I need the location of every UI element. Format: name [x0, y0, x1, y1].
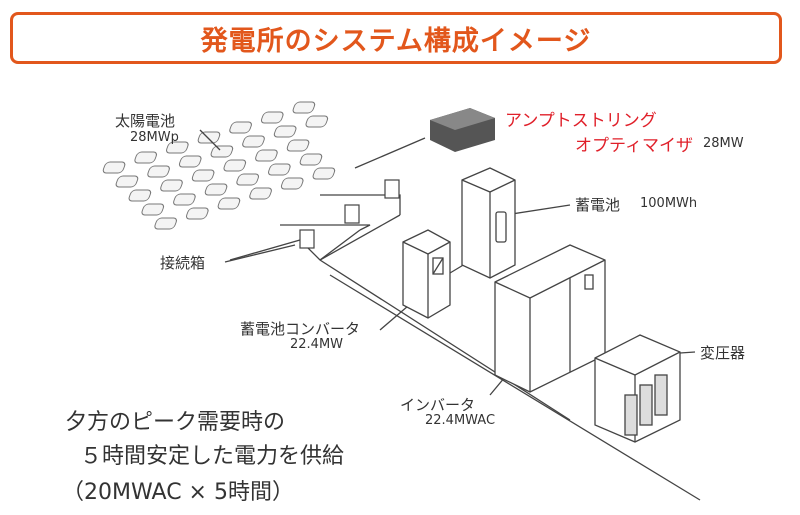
battery-label: 蓄電池: [575, 196, 621, 214]
battery-converter-cabinet: [402, 229, 451, 319]
solar-panel: [305, 115, 329, 128]
solar-panel: [255, 149, 278, 162]
title-banner: 発電所のシステム構成イメージ: [10, 12, 782, 64]
solar-panel: [165, 141, 189, 154]
solar-panel: [210, 145, 234, 158]
solar-panel: [191, 169, 215, 182]
battery-converter-label: 蓄電池コンバータ: [240, 320, 361, 338]
junction-box-label: 接続箱: [160, 254, 206, 272]
solar-panel: [102, 161, 126, 174]
solar-panel: [292, 101, 316, 114]
solar-panel: [128, 189, 152, 202]
summary-line3: （20MWAC × 5時間）: [62, 480, 294, 505]
battery-converter-capacity: 22.4MW: [290, 337, 344, 352]
optimizer-label-line2: オプティマイザ: [575, 136, 693, 156]
solar-panel: [204, 183, 228, 196]
inverter-label: インバータ: [400, 396, 476, 414]
solar-panel: [223, 159, 247, 172]
solar-panel: [134, 151, 158, 164]
page-title: 発電所のシステム構成イメージ: [200, 25, 592, 57]
solar-panel: [273, 125, 297, 138]
solar-panel: [160, 179, 183, 192]
transformer-label: 変圧器: [700, 344, 746, 362]
solar-panel: [217, 197, 241, 210]
solar-panel: [173, 193, 196, 206]
solar-panel: [115, 175, 139, 188]
solar-panel: [286, 139, 310, 152]
transformer: [594, 334, 681, 443]
optimizer-capacity: 28MW: [703, 136, 744, 151]
battery-cabinet: [461, 167, 516, 279]
solar-panel: [197, 131, 221, 144]
solar-panel: [236, 173, 260, 186]
solar-panel: [267, 163, 291, 176]
solar-panel: [154, 217, 177, 230]
solar-label: 太陽電池: [115, 112, 176, 130]
solar-panel: [185, 207, 209, 220]
solar-panel: [141, 203, 165, 216]
solar-panel: [147, 165, 170, 178]
solar-panel-array: [102, 101, 336, 230]
solar-panel: [249, 187, 272, 200]
battery-capacity: 100MWh: [640, 196, 698, 211]
junction-boxes: [299, 179, 400, 249]
summary-line2: ５時間安定した電力を供給: [80, 444, 345, 469]
solar-panel: [260, 111, 284, 124]
solar-capacity: 28MWp: [130, 130, 179, 145]
solar-panel: [299, 153, 323, 166]
solar-panel: [312, 167, 336, 180]
solar-panel: [280, 177, 304, 190]
optimizer-device: [430, 108, 495, 152]
inverter-capacity: 22.4MWAC: [425, 413, 496, 428]
solar-panel: [178, 155, 202, 168]
solar-panel: [229, 121, 252, 134]
optimizer-label-line1: アンプトストリング: [505, 111, 657, 131]
summary-line1: 夕方のピーク需要時の: [65, 410, 286, 435]
solar-panel: [242, 135, 265, 148]
